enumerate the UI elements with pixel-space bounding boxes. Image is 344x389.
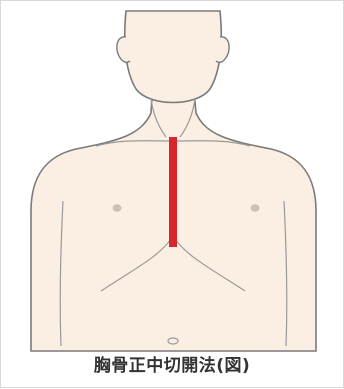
left-nipple — [113, 204, 122, 212]
figure-caption: 胸骨正中切開法(図) — [1, 351, 343, 381]
right-nipple — [251, 204, 260, 212]
incision-line — [169, 137, 177, 247]
head — [125, 11, 222, 103]
